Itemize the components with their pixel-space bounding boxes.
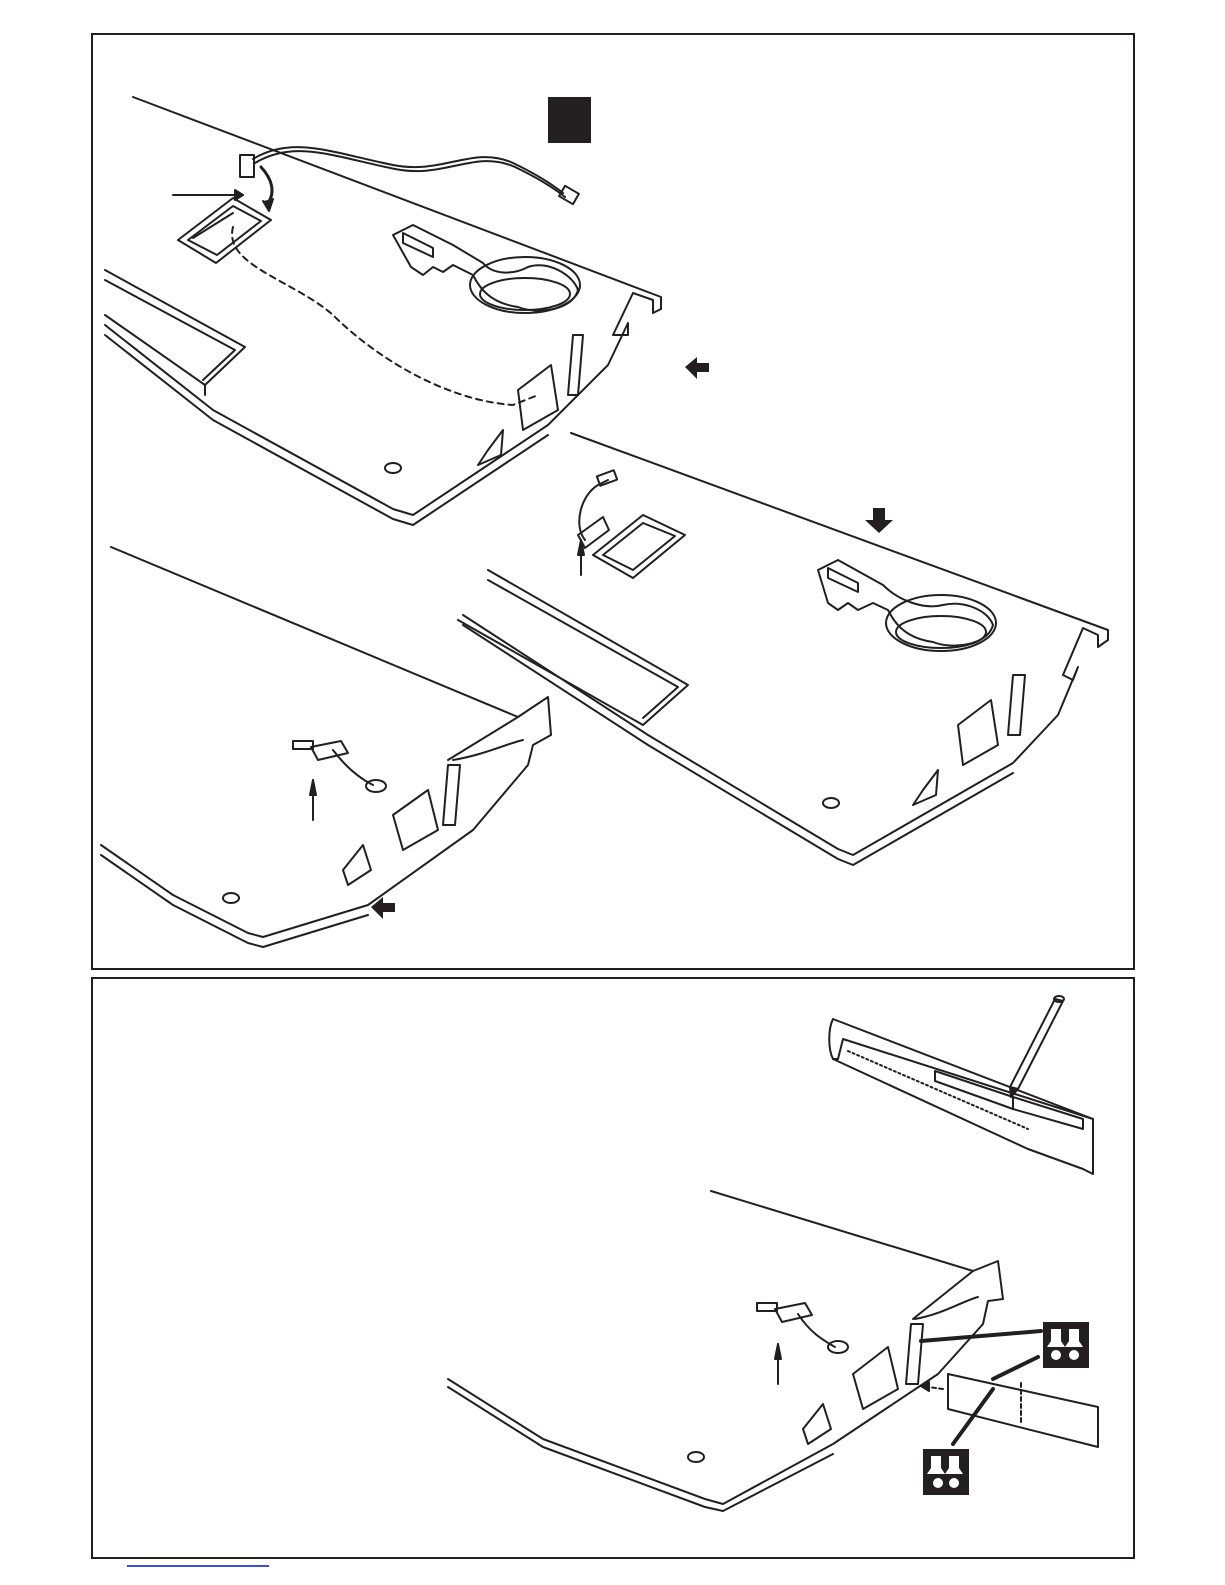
wing-bottom xyxy=(448,1191,1003,1511)
wing-servo-installation-diagram xyxy=(93,35,1137,972)
glue-bottle-pair-icon xyxy=(1043,1322,1089,1368)
servo-hatch xyxy=(178,198,271,263)
ruler-icon xyxy=(829,1019,1093,1174)
glue-bottle-pair-icon xyxy=(923,1449,969,1495)
footer-link-underline[interactable] xyxy=(127,1565,269,1567)
wing-lower-left xyxy=(101,547,551,947)
assembly-panel-bottom xyxy=(91,977,1135,1559)
wing-bolt-slot xyxy=(393,225,578,311)
arrow-down-icon xyxy=(865,508,893,533)
wing-top-right xyxy=(458,433,1108,865)
arrow-left-icon xyxy=(685,357,709,379)
hinge-strip xyxy=(921,1374,1098,1447)
wing-top-left xyxy=(105,97,661,525)
routing-dashed-line xyxy=(232,227,538,405)
pencil-icon xyxy=(1010,996,1064,1097)
aileron-hinge-gluing-diagram xyxy=(93,979,1137,1561)
step-badge xyxy=(548,97,591,143)
servo-connector xyxy=(240,155,254,177)
assembly-panel-top xyxy=(91,33,1135,970)
